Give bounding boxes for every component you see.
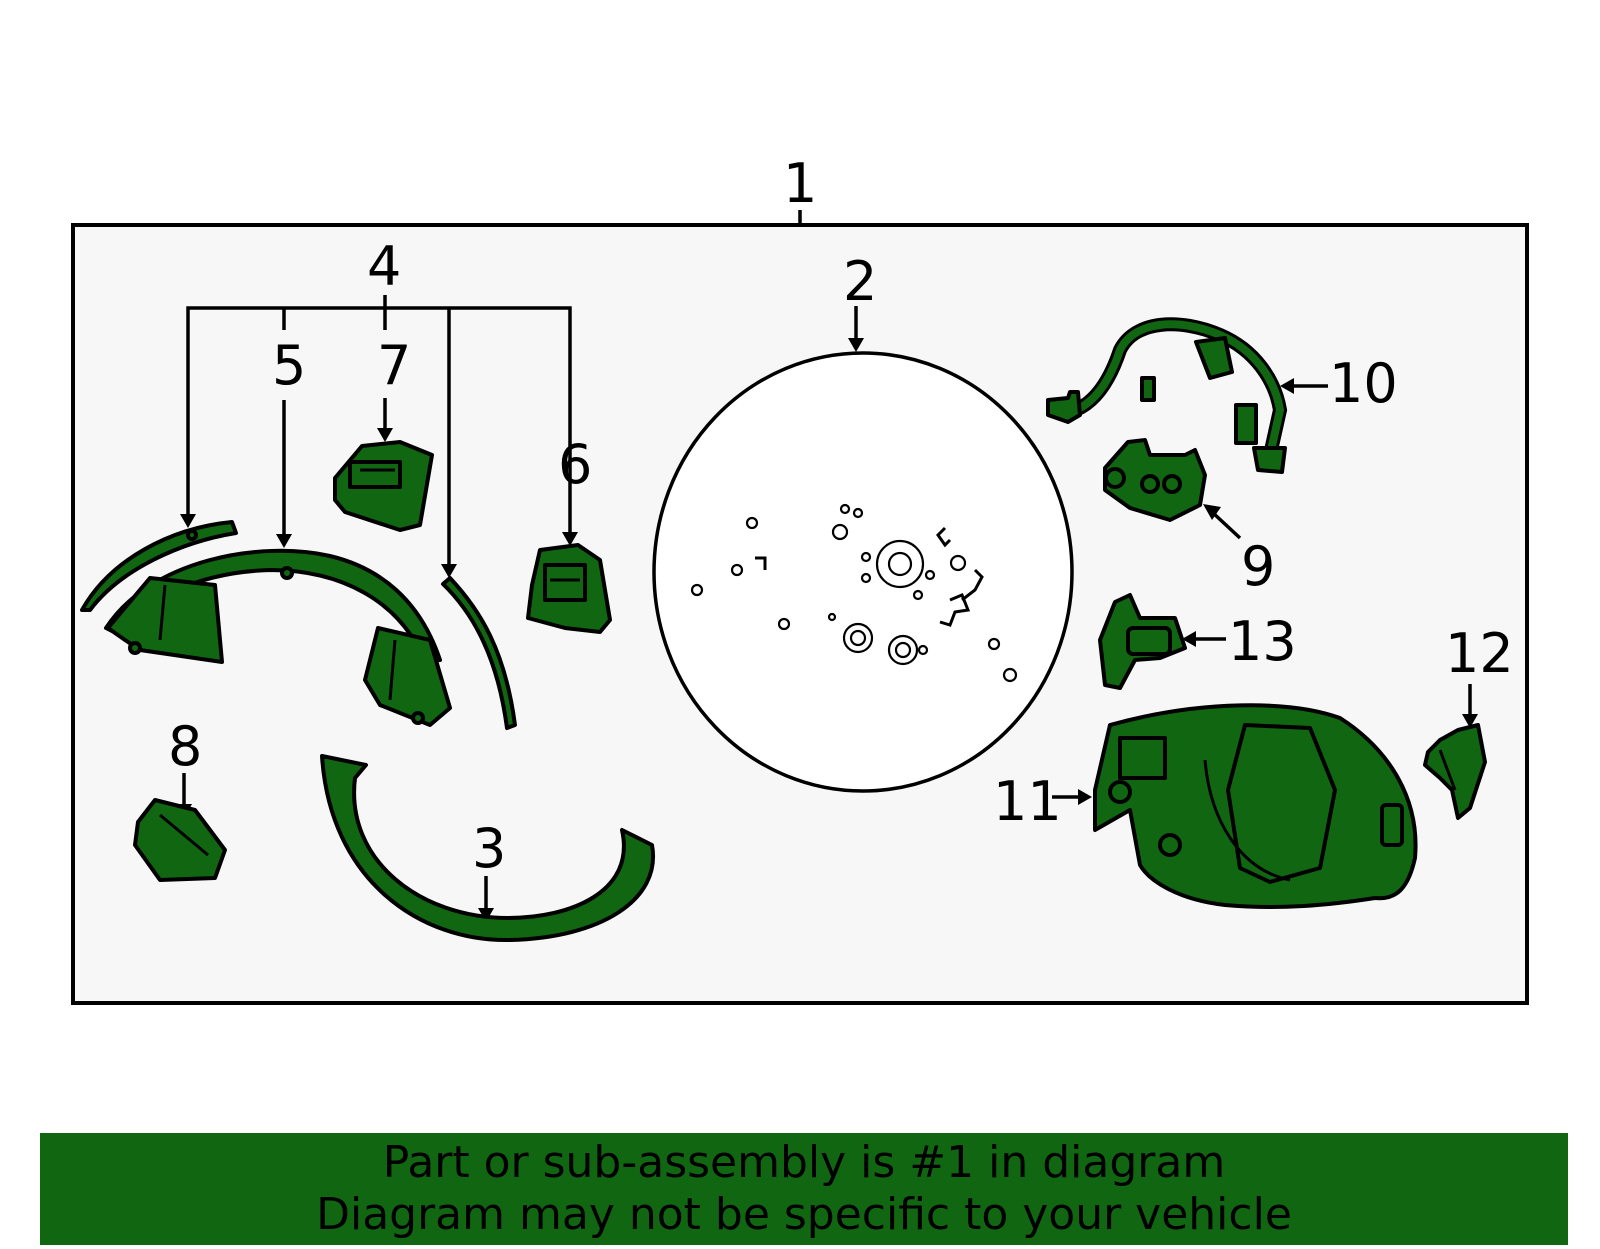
callout-5[interactable]: 5	[272, 334, 306, 397]
switch-assembly-arc[interactable]	[104, 548, 452, 727]
callout-1[interactable]: 1	[783, 152, 817, 215]
callout-4[interactable]: 4	[367, 235, 401, 298]
callout-9[interactable]: 9	[1241, 535, 1275, 598]
callout-7[interactable]: 7	[377, 334, 411, 397]
leader-lines	[176, 295, 1478, 922]
switch-13[interactable]	[1098, 593, 1187, 690]
lower-cover-11[interactable]	[1093, 703, 1418, 910]
callout-11[interactable]: 11	[993, 770, 1062, 833]
info-banner: Part or sub-assembly is #1 in diagram Di…	[40, 1133, 1568, 1245]
callout-2[interactable]: 2	[843, 250, 877, 313]
banner-line-1: Part or sub-assembly is #1 in diagram	[382, 1137, 1226, 1188]
upper-left-trim[interactable]	[80, 520, 238, 612]
switch-6[interactable]	[526, 543, 612, 634]
wire-harness[interactable]	[1046, 317, 1288, 474]
callout-6[interactable]: 6	[558, 433, 592, 496]
callout-13[interactable]: 13	[1228, 610, 1297, 673]
knob-12[interactable]	[1423, 723, 1487, 820]
right-trim-strip[interactable]	[441, 576, 517, 730]
steering-wheel-disc[interactable]	[652, 351, 1074, 793]
switch-7[interactable]	[333, 440, 434, 532]
callout-8[interactable]: 8	[168, 715, 202, 778]
switch-8[interactable]	[133, 798, 227, 882]
switch-block-9[interactable]	[1103, 438, 1207, 522]
banner-line-2: Diagram may not be specific to your vehi…	[316, 1189, 1292, 1240]
lower-bezel[interactable]	[320, 754, 656, 943]
callout-3[interactable]: 3	[472, 817, 506, 880]
callout-10[interactable]: 10	[1329, 352, 1398, 415]
callout-12[interactable]: 12	[1445, 622, 1514, 685]
